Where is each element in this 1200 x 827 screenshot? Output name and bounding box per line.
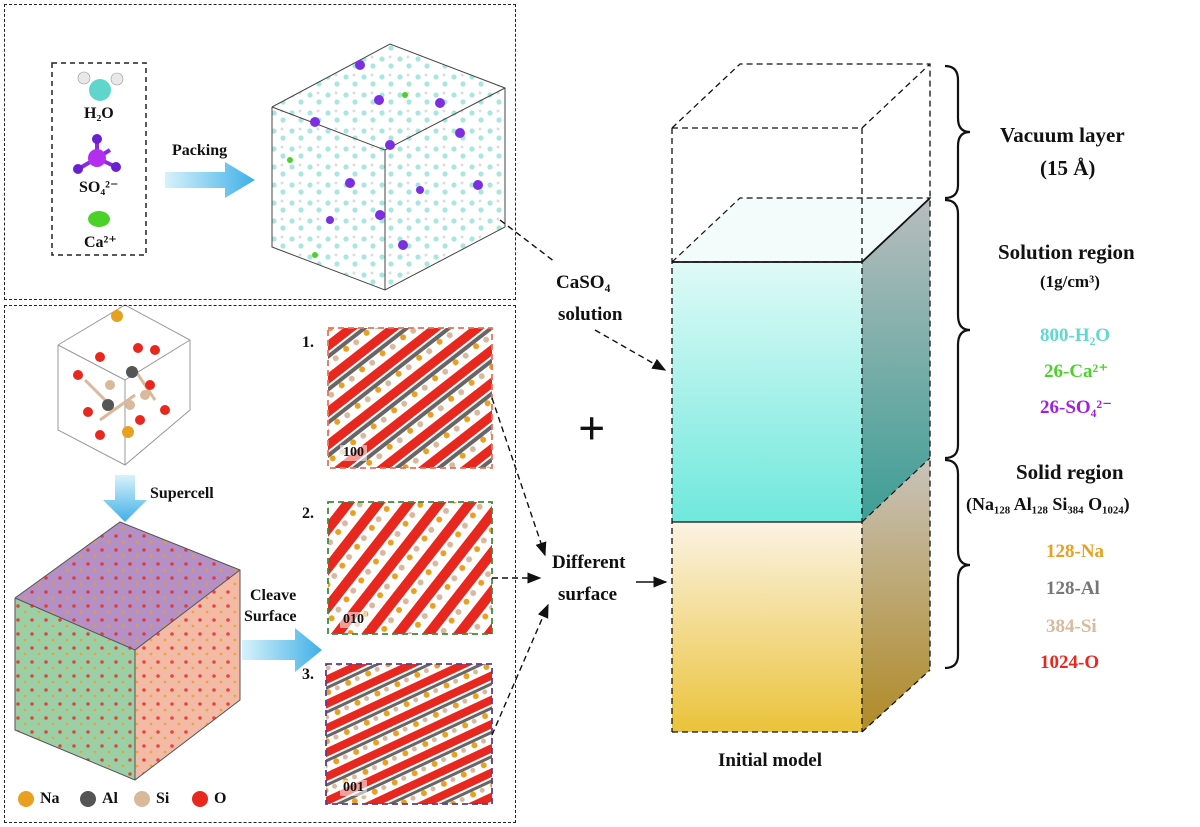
caso4-label-1: CaSO₄ xyxy=(556,272,611,293)
surface-panel xyxy=(4,305,516,823)
so4-molecule-icon xyxy=(73,134,121,174)
packing-panel xyxy=(4,4,516,300)
h2o-molecule-icon xyxy=(77,71,124,101)
packing-label: Packing xyxy=(172,142,228,159)
vacuum-title: Vacuum layer xyxy=(1000,123,1125,147)
legend-si: Si xyxy=(134,790,169,808)
packing-arrow xyxy=(165,162,255,198)
solution-item-h2o: 800-H₂O xyxy=(1040,325,1111,346)
vacuum-sub: (15 Å) xyxy=(1040,156,1096,180)
initial-model-caption: Initial model xyxy=(718,750,822,771)
solution-sub: (1g/cm³) xyxy=(1040,272,1100,291)
na-dot-icon xyxy=(18,791,34,807)
solvent-box-cube xyxy=(271,43,506,291)
so4-label: SO₄²⁻ xyxy=(79,179,119,196)
solid-formula: (Na₁₂₈ Al₁₂₈ Si₃₈₄ O₁₀₂₄) xyxy=(966,494,1130,514)
al-dot-icon xyxy=(80,791,96,807)
h2o-label: H₂O xyxy=(84,105,114,122)
supercell-arrow xyxy=(103,475,147,522)
slab-index-1: 1. xyxy=(302,334,314,351)
slab-100-image xyxy=(328,328,492,468)
supercell-label: Supercell xyxy=(150,485,214,502)
unit-cell-cube xyxy=(57,304,191,466)
cleave-label-2: Surface xyxy=(244,608,297,625)
solid-item-o: 1024-O xyxy=(1040,652,1100,673)
molecule-box xyxy=(51,62,147,256)
cleave-arrow xyxy=(242,628,322,672)
solid-item-al: 128-Al xyxy=(1046,578,1100,599)
si-dot-icon xyxy=(134,791,150,807)
solution-title: Solution region xyxy=(998,240,1135,264)
solution-item-so4: 26-SO₄²⁻ xyxy=(1040,397,1113,418)
slab-index-3: 3. xyxy=(302,666,314,683)
cleave-label-1: Cleave xyxy=(250,587,297,604)
ca-ion-icon xyxy=(88,211,110,227)
slab-label-001: 001 xyxy=(340,780,367,796)
initial-model-prism xyxy=(670,63,932,733)
supercell-cube xyxy=(14,521,241,781)
o-dot-icon xyxy=(192,791,208,807)
ca-label: Ca²⁺ xyxy=(84,234,117,251)
solid-item-na: 128-Na xyxy=(1046,541,1105,562)
region-braces xyxy=(944,64,971,670)
solution-item-ca: 26-Ca²⁺ xyxy=(1044,361,1109,382)
plus-sign: + xyxy=(578,402,606,455)
legend-al: Al xyxy=(80,790,118,808)
solid-item-si: 384-Si xyxy=(1046,616,1097,637)
slab-label-100: 100 xyxy=(340,445,367,461)
legend-o: O xyxy=(192,790,226,808)
solid-title: Solid region xyxy=(1016,460,1124,484)
different-surface-label-2: surface xyxy=(558,584,618,605)
slab-index-2: 2. xyxy=(302,505,314,522)
caso4-label-2: solution xyxy=(558,304,623,325)
slab-label-010: 010 xyxy=(340,612,367,628)
different-surface-label-1: Different xyxy=(552,552,626,573)
legend-na: Na xyxy=(18,790,60,808)
